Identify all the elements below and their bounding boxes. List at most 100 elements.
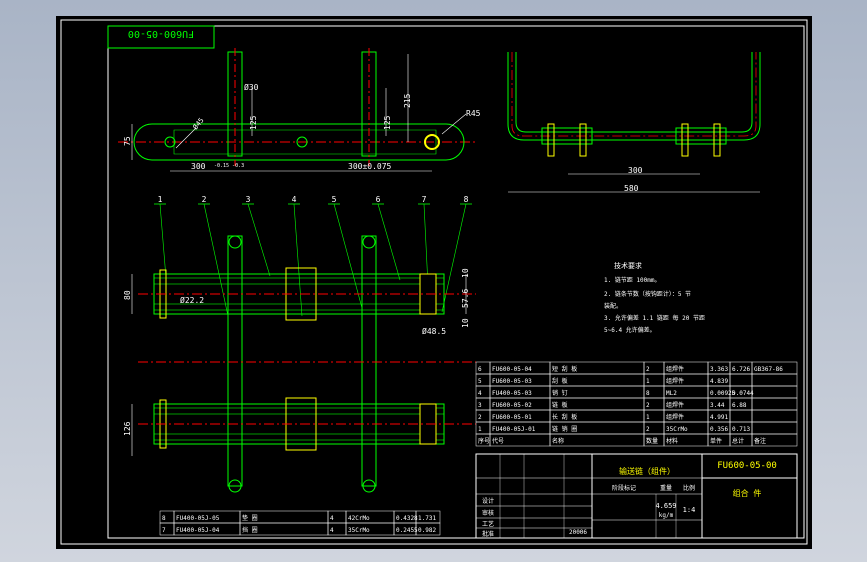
leader-r45 [441,113,467,135]
title-label-weight: 重量 [660,484,672,492]
bom-lower-cell-text: 0.982 [418,527,436,534]
bom-lower-cell-text: FU400-05J-05 [176,515,220,522]
bom-cell-text: 组焊件 [666,401,684,409]
pin-hole-right [424,134,440,150]
bom-cell-text: 35CrMo [666,426,688,433]
drawing-canvas: FU600-05-00 Ø30 215 125 125 R45 75 Ø45 3… [56,16,812,549]
side-flange-2 [579,123,587,157]
bom-header-text: 单件 [710,437,722,445]
balloon-label: 4 [292,195,297,204]
bom-cell [729,409,753,423]
notes-line-1: 1. 链节距 100mm。 [604,276,661,284]
title-mass-unit: kg/m [659,512,674,519]
bom-lower-cell-text: 挡 圈 [242,526,258,534]
dim-h215: 215 [403,93,412,108]
notes-line-3: 装配。 [604,302,622,310]
bar-end-bottom-right [362,479,376,493]
bom-cell-text: 1 [646,378,650,385]
bom-lower-cell-text: FU400-05J-04 [176,527,220,534]
bom-cell-text: 销 钉 [552,389,568,397]
bom-cell-text: FU600-05-04 [492,366,532,373]
bom-cell-text: GB367-86 [754,366,783,373]
dim-d57: 57.6 [461,289,470,308]
side-flight-left-outer [507,52,540,141]
bom-cell [751,397,798,411]
dim-d126: 126 [123,421,132,436]
title-label-design: 设计 [482,497,494,505]
dim-l300b: 300±0.075 [348,162,392,171]
bom-cell-text: 4.991 [710,414,728,421]
balloon-leader [423,203,429,287]
bom-cell-text: FU400-05J-01 [492,426,536,433]
bom-cell-text: FU600-05-01 [492,414,532,421]
lower-chain-plate-top [153,407,445,415]
chain-plate-inner [173,129,437,155]
side-centerline [511,52,757,137]
bom-cell-text: 0.0744 [732,390,754,397]
bom-cell-text: 5 [478,378,482,385]
bom-cell-text: 2 [478,414,482,421]
upper-chain-plate-bottom [153,303,445,311]
balloon-leader [377,203,401,281]
title-scale: 1:4 [683,506,696,514]
bom-cell [751,409,798,423]
bom-lower-cell [415,522,441,536]
bom-cell-text: 1 [478,426,482,433]
cad-drawing: FU600-05-00 Ø30 215 125 125 R45 75 Ø45 3… [60,19,808,545]
pin-hole-mid [296,136,308,148]
dim-d22: Ø22.2 [180,295,204,305]
bom-cell-text: 1 [646,414,650,421]
balloon-label: 8 [464,195,469,204]
dim-d75: 75 [123,136,132,146]
bar-end-bottom-left [228,479,242,493]
balloon-leader [293,203,303,317]
side-flange-3 [681,123,689,157]
bom-cell-text: 2 [646,402,650,409]
bom-cell-text: 6.726 [732,366,750,373]
bom-lower-cell-text: 8 [162,515,166,522]
bom-header-text: 代号 [492,437,504,445]
notes-line-5: 5~6.4 允许偏差。 [604,326,656,334]
balloon-label: 7 [422,195,427,204]
outer-frame [60,19,808,545]
bom-header-text: 数量 [646,437,658,445]
dim-d30: Ø30 [244,82,259,92]
balloon-label: 3 [246,195,251,204]
notes-title: 技术要求 [614,261,642,270]
side-flight-right-outer [728,52,761,141]
bom-lower-cell-text: 垫 圈 [242,514,258,522]
bom-cell [751,421,798,435]
code-stamp-text: FU600-05-00 [128,28,194,39]
balloon-leader [203,203,229,317]
bom-cell-text: 组焊件 [666,377,684,385]
bom-cell-text: 链 板 [552,401,568,409]
lower-chain-plate-bottom [153,433,445,441]
side-flange-1 [547,123,555,157]
bom-header-text: 名称 [552,437,564,445]
dim-d45: Ø45 [191,116,205,131]
bom-cell-text: 组焊件 [666,413,684,421]
balloon-label: 5 [332,195,337,204]
bar-end-top-left [228,235,242,249]
dim-l300a: 300 [191,162,206,171]
balloon-leader [159,203,167,279]
bom-lower-cell-text: 1.731 [418,515,436,522]
upper-chain-plate-top [153,277,445,285]
dim-d48: Ø48.5 [422,326,446,336]
bom-cell-text: 3.44 [710,402,725,409]
code-stamp: FU600-05-00 [107,25,215,49]
side-flight-left-inner [515,52,540,133]
bom-cell-text: 2 [646,426,650,433]
tech-notes: 技术要求 1. 链节距 100mm。 2. 链条节数（按钩距计）：5 节 装配。… [604,261,705,334]
title-label-process: 工艺 [482,520,494,528]
chain-plate-outline [133,123,465,161]
bom-cell-text: 组焊件 [666,365,684,373]
bom-lower-cell-text: 42CrMo [348,515,370,522]
balloon-label: 1 [158,195,163,204]
bom-header-text: 材料 [666,437,678,445]
dim-t10b: 10 [461,318,470,328]
side-flight-right-inner [728,52,753,133]
